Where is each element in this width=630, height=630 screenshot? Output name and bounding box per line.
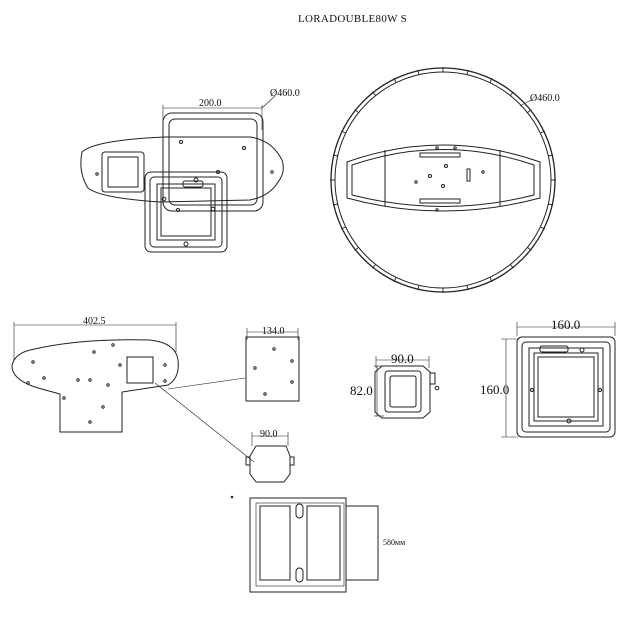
dim-plate-width: 402.5 bbox=[83, 316, 106, 327]
dim-overlay-width: 200.0 bbox=[199, 98, 222, 109]
ring-tick bbox=[509, 91, 514, 96]
ring-tick bbox=[332, 203, 338, 206]
dim-clamp-width-b: 90.0 bbox=[391, 351, 414, 366]
dim-small-plate-width: 134.0 bbox=[262, 326, 285, 337]
overlay-view bbox=[80, 95, 284, 253]
clamp-small-view bbox=[245, 432, 295, 483]
package-view bbox=[230, 495, 379, 593]
round-ticks bbox=[330, 67, 556, 293]
ring-tick bbox=[489, 277, 493, 282]
ring-tick bbox=[540, 130, 545, 134]
round-view bbox=[330, 67, 556, 293]
clamp-view bbox=[374, 356, 440, 419]
dim-package-length: 580мм bbox=[383, 538, 406, 547]
ring-tick bbox=[393, 78, 397, 83]
small-plate-view bbox=[245, 328, 300, 402]
ring-tick bbox=[548, 154, 554, 157]
ring-tick bbox=[509, 264, 514, 269]
dim-clamp-height: 82.0 bbox=[350, 383, 373, 398]
ring-tick bbox=[489, 78, 493, 83]
ring-tick bbox=[466, 285, 469, 291]
dim-clamp-width-a: 90.0 bbox=[260, 429, 278, 440]
ring-tick bbox=[372, 91, 377, 96]
dim-overlay-diameter: Ø460.0 bbox=[270, 88, 300, 99]
ring-tick bbox=[354, 109, 359, 114]
dim-frame-height: 160.0 bbox=[480, 382, 510, 397]
ring-tick bbox=[527, 246, 532, 251]
dim-frame-width: 160.0 bbox=[551, 317, 581, 332]
ring-tick bbox=[466, 69, 469, 75]
ring-tick bbox=[393, 277, 397, 282]
dim-round-diameter: Ø460.0 bbox=[530, 93, 560, 104]
ring-tick bbox=[354, 246, 359, 251]
ring-tick bbox=[372, 264, 377, 269]
ring-tick bbox=[527, 109, 532, 114]
ring-tick bbox=[417, 69, 420, 75]
frame-view bbox=[501, 322, 616, 438]
ring-tick bbox=[341, 226, 346, 230]
ring-tick bbox=[332, 154, 338, 157]
ring-tick bbox=[341, 130, 346, 134]
plate-view bbox=[11, 322, 255, 463]
drawing-title: LORADOUBLE80W S bbox=[298, 13, 408, 25]
ring-tick bbox=[417, 285, 420, 291]
ring-tick bbox=[540, 226, 545, 230]
ring-tick bbox=[548, 203, 554, 206]
